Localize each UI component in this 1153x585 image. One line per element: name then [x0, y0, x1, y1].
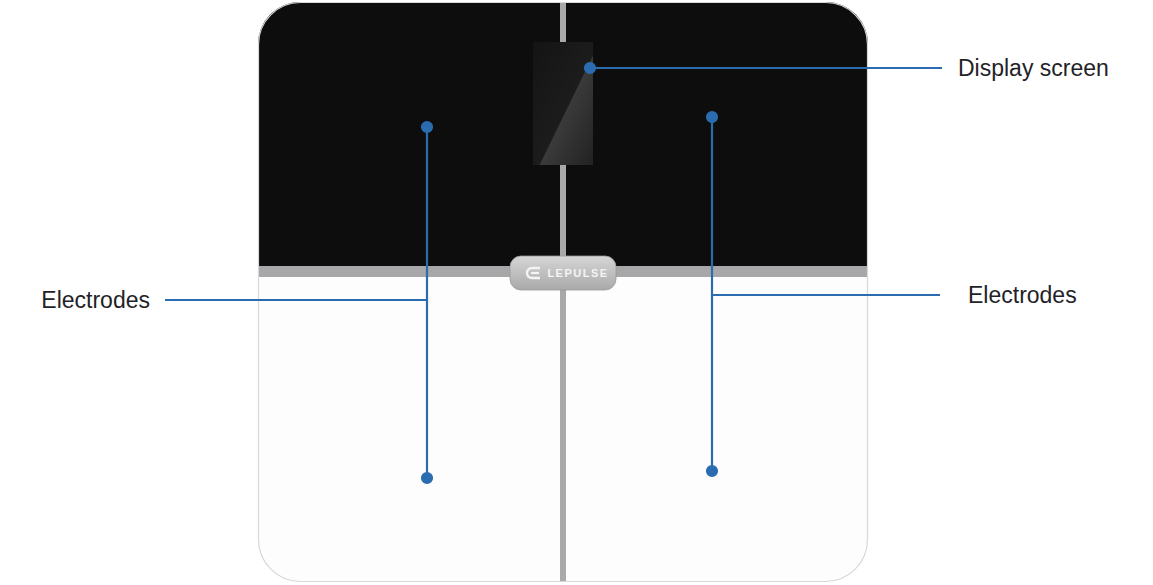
scale-outline [259, 3, 868, 582]
display-screen [533, 42, 593, 165]
callout-label: Electrodes [41, 289, 150, 312]
callout-label: Display screen [958, 57, 1109, 80]
brand-logo: LEPULSE [547, 268, 608, 279]
scale-body [258, 2, 868, 582]
logo-badge [510, 256, 616, 290]
callout-label: Electrodes [968, 284, 1077, 307]
logo-icon [527, 268, 540, 278]
leader-lines [165, 63, 942, 483]
